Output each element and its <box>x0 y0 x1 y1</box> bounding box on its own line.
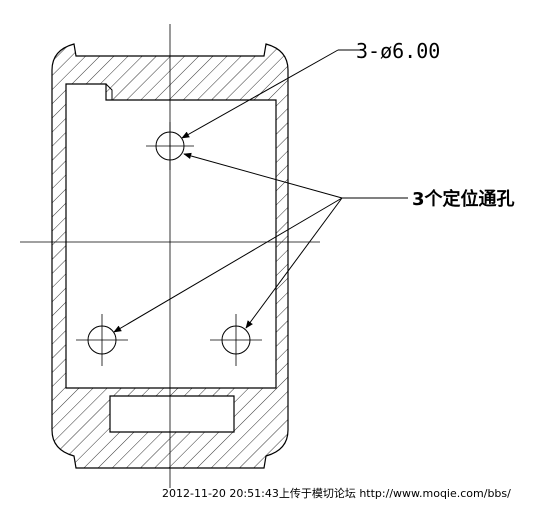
note-leader-arrow-left <box>113 197 343 333</box>
upload-footer: 2012-11-20 20:51:43上传于模切论坛 http://www.mo… <box>162 486 511 500</box>
note-label: 3个定位通孔 <box>412 188 515 210</box>
dimension-label: 3-ø6.00 <box>356 39 440 63</box>
dimension-leader-arrow <box>181 49 339 139</box>
note-leader-arrow-right <box>245 197 343 329</box>
locating-hole-bottom-left <box>76 314 128 366</box>
note-leader-arrow-top <box>183 152 343 199</box>
locating-hole-bottom-right <box>210 314 262 366</box>
cavity-notch <box>66 83 113 100</box>
locating-hole-top <box>146 122 194 170</box>
